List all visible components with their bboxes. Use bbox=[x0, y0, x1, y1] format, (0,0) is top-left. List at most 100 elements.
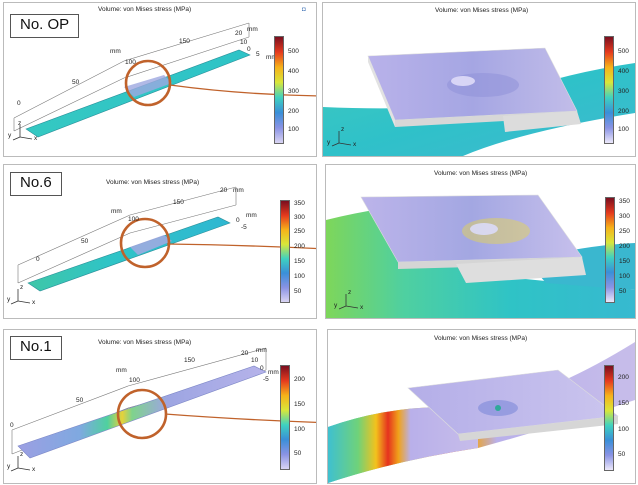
row3-left-panel: No.1 Volume: von Mises stress (MPa) 50 1… bbox=[3, 329, 317, 484]
colorbar-tick-label: 250 bbox=[294, 228, 305, 235]
z-tick-label: 0 bbox=[10, 422, 14, 429]
colorbar-tick-label: 200 bbox=[294, 243, 305, 250]
z-tick-label: 0 bbox=[36, 256, 40, 263]
row1-right-panel: Volume: von Mises stress (MPa) 500 400 3… bbox=[322, 2, 636, 157]
axis-triad bbox=[10, 289, 31, 305]
axis-z-label: z bbox=[20, 451, 24, 458]
row2-right-panel: Volume: von Mises stress (MPa) 350 300 2… bbox=[325, 164, 636, 319]
camera-icon[interactable]: ◘ bbox=[302, 7, 306, 13]
x-tick-label: 150 bbox=[179, 38, 190, 45]
x-tick-label: 100 bbox=[128, 216, 139, 223]
axis-triad bbox=[331, 131, 352, 147]
x-unit-label: mm bbox=[111, 208, 122, 215]
x-tick-label: 50 bbox=[76, 397, 84, 404]
y-tick-label: -5 bbox=[263, 376, 269, 383]
axis-z-label: z bbox=[18, 120, 22, 127]
case-label: No. OP bbox=[10, 14, 80, 38]
row2-left-model bbox=[17, 186, 316, 292]
axis-z-label: z bbox=[348, 289, 352, 296]
colorbar-tick-label: 200 bbox=[618, 108, 629, 115]
y-tick-label: 0 bbox=[236, 217, 240, 224]
axis-y-label: y bbox=[327, 139, 331, 146]
axis-y-label: y bbox=[334, 302, 338, 309]
colorbar-tick-label: 100 bbox=[288, 126, 299, 133]
panel-title: Volume: von Mises stress (MPa) bbox=[434, 170, 528, 177]
colorbar-tick-label: 50 bbox=[294, 450, 302, 457]
y-tick-label: 10 bbox=[251, 357, 259, 364]
row1-left-panel: No. OP Volume: von Mises stress (MPa) 50… bbox=[3, 2, 317, 157]
case-label: No.1 bbox=[10, 336, 62, 360]
x-tick-label: 100 bbox=[129, 377, 140, 384]
colorbar-tick-label: 50 bbox=[619, 288, 627, 295]
panel-title: Volume: von Mises stress (MPa) bbox=[434, 335, 528, 342]
colorbar-tick-label: 100 bbox=[619, 273, 630, 280]
panel-title: Volume: von Mises stress (MPa) bbox=[435, 7, 529, 14]
colorbar-tick-label: 200 bbox=[618, 374, 629, 381]
row1-left-model bbox=[13, 22, 316, 138]
y-unit-label: mm bbox=[233, 187, 244, 194]
y-tick-label: -5 bbox=[241, 224, 247, 231]
x-tick-label: 50 bbox=[72, 79, 80, 86]
colorbar-tick-label: 200 bbox=[294, 376, 305, 383]
y-unit-label: mm bbox=[256, 347, 267, 354]
axis-y-label: y bbox=[7, 296, 11, 303]
colorbar-tick-label: 300 bbox=[619, 213, 630, 220]
colorbar bbox=[280, 200, 290, 303]
y-tick-label: 0 bbox=[260, 365, 264, 372]
colorbar-tick-label: 200 bbox=[288, 108, 299, 115]
axis-triad bbox=[12, 125, 33, 141]
y-tick-label: 5 bbox=[256, 51, 260, 58]
axis-x-label: x bbox=[34, 135, 38, 142]
colorbar-tick-label: 100 bbox=[294, 426, 305, 433]
colorbar-tick-label: 400 bbox=[618, 68, 629, 75]
colorbar bbox=[604, 36, 614, 144]
colorbar-tick-label: 150 bbox=[294, 401, 305, 408]
y-tick-label: 20 bbox=[220, 187, 228, 194]
colorbar-tick-label: 100 bbox=[618, 126, 629, 133]
colorbar-tick-label: 150 bbox=[619, 258, 630, 265]
row2-left-panel: No.6 Volume: von Mises stress (MPa) 50 1… bbox=[3, 164, 317, 319]
axis-z-label: z bbox=[20, 284, 24, 291]
axis-z-label: z bbox=[341, 126, 345, 133]
colorbar-tick-label: 50 bbox=[294, 288, 302, 295]
colorbar-tick-label: 350 bbox=[619, 198, 630, 205]
colorbar-tick-label: 350 bbox=[294, 200, 305, 207]
colorbar-tick-label: 150 bbox=[294, 258, 305, 265]
axis-x-label: x bbox=[353, 141, 357, 148]
colorbar bbox=[604, 365, 614, 471]
y-unit-label: mm bbox=[268, 369, 279, 376]
row2-right-model bbox=[326, 194, 635, 318]
axis-x-label: x bbox=[32, 466, 36, 473]
axis-y-label: y bbox=[7, 463, 11, 470]
panel-title: Volume: von Mises stress (MPa) bbox=[98, 339, 192, 346]
x-tick-label: 150 bbox=[184, 357, 195, 364]
colorbar-tick-label: 400 bbox=[288, 68, 299, 75]
y-tick-label: 0 bbox=[247, 46, 251, 53]
y-unit-label: mm bbox=[266, 54, 277, 61]
x-unit-label: mm bbox=[116, 367, 127, 374]
x-tick-label: 100 bbox=[125, 59, 136, 66]
axis-y-label: y bbox=[8, 132, 12, 139]
y-tick-label: 10 bbox=[240, 39, 248, 46]
axis-x-label: x bbox=[360, 304, 364, 311]
x-tick-label: 50 bbox=[81, 238, 89, 245]
case-label: No.6 bbox=[10, 172, 62, 196]
colorbar bbox=[274, 36, 284, 144]
x-unit-label: mm bbox=[110, 48, 121, 55]
colorbar-tick-label: 150 bbox=[618, 400, 629, 407]
y-unit-label: mm bbox=[246, 212, 257, 219]
row3-right-model bbox=[328, 342, 635, 483]
row3-left-model bbox=[11, 347, 316, 459]
colorbar-tick-label: 50 bbox=[618, 451, 626, 458]
colorbar-tick-label: 100 bbox=[618, 426, 629, 433]
y-unit-label: mm bbox=[247, 26, 258, 33]
colorbar-tick-label: 250 bbox=[619, 228, 630, 235]
colorbar-tick-label: 200 bbox=[619, 243, 630, 250]
row3-right-panel: Volume: von Mises stress (MPa) 200 150 1… bbox=[327, 329, 636, 484]
colorbar bbox=[280, 365, 290, 470]
colorbar-tick-label: 500 bbox=[288, 48, 299, 55]
z-tick-label: 0 bbox=[17, 100, 21, 107]
axis-x-label: x bbox=[32, 299, 36, 306]
row1-right-model bbox=[323, 47, 635, 156]
panel-title: Volume: von Mises stress (MPa) bbox=[106, 179, 200, 186]
